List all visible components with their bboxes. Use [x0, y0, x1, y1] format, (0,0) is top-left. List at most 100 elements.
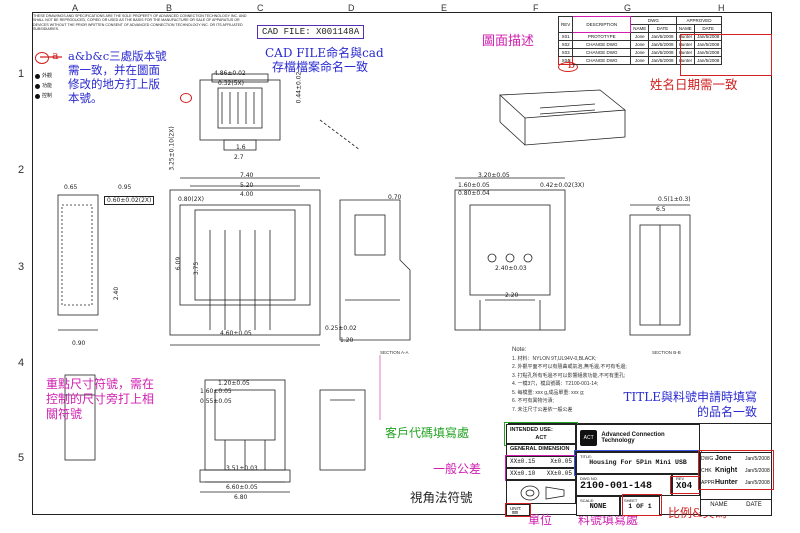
row-num: 5 [18, 452, 25, 464]
intended-use-value: ACT [535, 435, 547, 441]
dim-label: 4.00 [240, 191, 254, 198]
col-letter: H [718, 3, 725, 13]
col-letter: F [533, 3, 539, 13]
dwg-date-cell: Jan/5/2008 [648, 48, 677, 57]
sheet-label: SHEET [624, 498, 638, 503]
col-letter: A [72, 3, 79, 13]
dim-label: 0.80(2X) [178, 196, 204, 203]
dim-label: 1.60±0.05 [458, 182, 490, 189]
bullet-icon [35, 93, 40, 99]
notes-title: Note: [512, 347, 527, 353]
dwg-name-cell: Jone [630, 56, 650, 65]
sheet-box: SHEET 1 OF 1 [620, 496, 660, 516]
name-date-highlight [680, 34, 772, 76]
approved-header: APPROVED [675, 16, 723, 25]
appr-name: Hunter [715, 479, 738, 486]
tolerance-row-1: XX±0.15 X±0.05 [506, 456, 576, 468]
dim-label: 0.60±0.02(2X) [104, 196, 155, 205]
title-box: TITLE: Housing For 5Pin Mini USB [576, 452, 700, 474]
projection-symbol-icon [520, 485, 565, 501]
title-note: TITLE與料號申請時填寫的品名一致 [623, 390, 757, 419]
rev-cell: X02 [557, 40, 574, 49]
dim-label: 6.5 [656, 206, 666, 213]
tolerance-value: XX±0.15 [510, 458, 536, 465]
dwg-date: Jan/5/2008 [745, 456, 770, 462]
dwg-no-box: DWG NO. 2100-001-148 [576, 474, 672, 496]
unit-highlight [505, 503, 531, 517]
tolerance-value: X±0.05 [550, 458, 572, 465]
dwg-name-cell: Jone [630, 40, 650, 49]
row-num: 3 [18, 261, 25, 273]
dim-label: 2.7 [234, 154, 244, 161]
dwg-no: 2100-001-148 [580, 481, 653, 492]
dwg-date-cell: Jan/5/2008 [648, 56, 677, 65]
cad-note-line2: 存檔檔案命名一致 [272, 60, 369, 74]
note-item: 3. 打點孔所有毛邊不可以影響組裝功能,不可有重孔; [512, 372, 626, 379]
legend-item: 功能 [35, 81, 52, 91]
legend-item: 控制 [35, 91, 52, 101]
dwg-name: Jone [715, 455, 732, 462]
approval-footer: NAME DATE [701, 499, 771, 508]
name-subheader: NAME [675, 24, 696, 33]
sheet-value: 1 OF 1 [628, 503, 652, 510]
rev-label: REV [676, 476, 685, 481]
revision-table: REV DESCRIPTION DWG APPROVED NAME DATE N… [557, 16, 723, 65]
label-a: a [52, 49, 59, 62]
dim-label: 1.20 [340, 337, 354, 344]
projection-box [506, 480, 576, 504]
chk-name: Knight [715, 467, 738, 474]
drawing-desc-note: 圖面描述 [482, 34, 535, 49]
rev-header: REV [557, 16, 574, 33]
customer-code-note: 客戶代碼填寫處 [385, 426, 470, 440]
abc-version-note: a&b&c三處版本號需一致，并在圖面修改的地方打上版本號。 [68, 49, 167, 105]
appr-label: APPR [701, 480, 715, 486]
dim-label: 6.09 [175, 256, 183, 271]
desc-cell: PROTOTYPE [572, 32, 632, 41]
dim-label: 7.40 [240, 172, 254, 179]
section-a-label: SECTION A-A [380, 350, 409, 355]
dim-label: 5.20 [240, 182, 254, 189]
rev-value: X04 [676, 481, 693, 491]
note-item: 4. 一模3穴，模具號碼：T2100-001-14; [512, 381, 599, 387]
row-num: 2 [18, 164, 25, 176]
unit-label: UNIT: [510, 506, 522, 511]
rev-cell: X01 [557, 32, 574, 41]
cad-file-label: CAD FILE: X001148A [257, 25, 365, 39]
title-highlight [574, 450, 702, 476]
dim-label: 0.44±0.02 [295, 71, 303, 104]
dim-label: 3.75 [193, 261, 201, 276]
dwg-name-cell: Jone [630, 48, 650, 57]
date-subheader: DATE [694, 24, 723, 33]
row-num: 1 [18, 68, 25, 80]
dim-label: 0.32(5X) [218, 80, 244, 87]
cad-note-line1: CAD FILE命名與cad [265, 46, 384, 60]
scale-value: NONE [589, 503, 607, 511]
dwg-name-cell: Jone [630, 32, 650, 41]
company-logo-icon: ACT [580, 430, 598, 446]
dim-label: 4.86±0.02 [214, 70, 246, 77]
key-dim-note: 重點尺寸符號，需在控制的尺寸旁打上相關符號 [46, 377, 155, 421]
part-no-note: 料號填寫處 [578, 513, 639, 527]
bullet-icon [35, 83, 40, 89]
company-name: Advanced Connection Technology [601, 432, 665, 444]
dim-label: 0.55±0.05 [200, 398, 232, 405]
dim-label: 4.60±0.05 [220, 330, 252, 337]
dim-label: 0.5(1±0.3) [658, 196, 691, 203]
dim-label: 3.20±0.05 [478, 172, 510, 179]
date-header: DATE [746, 502, 762, 508]
proprietary-notice: THESE DRAWINGS AND SPECIFICATIONS ARE TH… [33, 14, 247, 32]
dim-label: 1.6 [236, 144, 246, 151]
customer-code-highlight [504, 422, 578, 446]
projection-note: 視角法符號 [410, 490, 473, 505]
scale-sheet-highlight [622, 494, 662, 516]
note-item: 7. 未注尺寸公差依一般公差 [512, 406, 573, 413]
dwg-date-cell: Jan/5/2008 [648, 32, 677, 41]
section-b-label: SECTION B-B [652, 350, 681, 355]
intended-use-label: INTENDED USE: [510, 427, 553, 433]
title-label: TITLE: [580, 454, 593, 459]
col-letter: E [441, 3, 448, 13]
note-item: 6. 不可有異物污漬; [512, 398, 554, 404]
tolerance-highlight [505, 455, 577, 481]
legend-item: 外觀 [35, 71, 52, 81]
